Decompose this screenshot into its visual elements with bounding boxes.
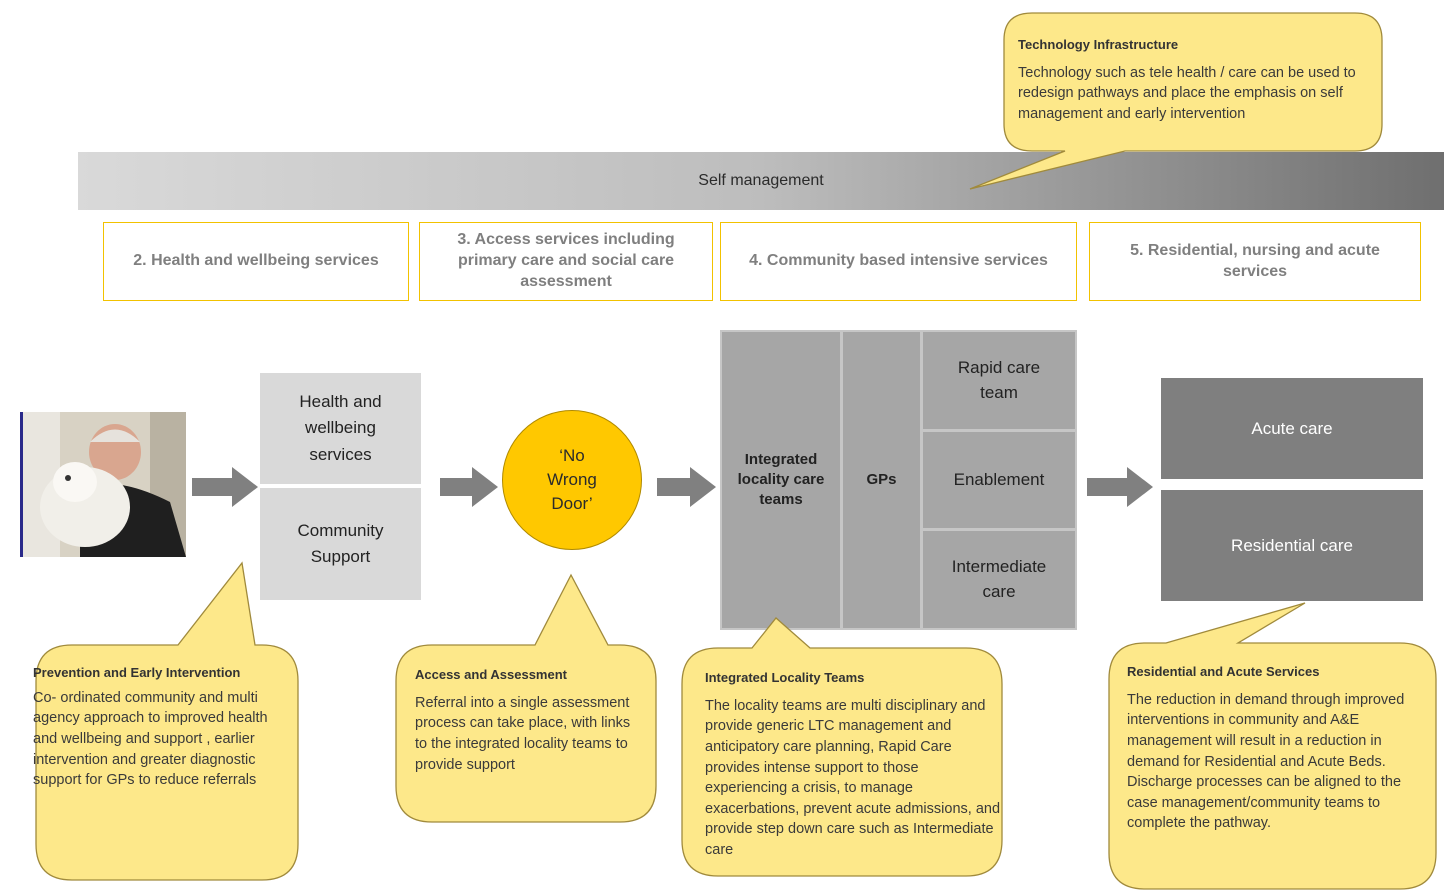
prevention-callout-title: Prevention and Early Intervention — [33, 665, 241, 680]
stage-residential-acute: 5. Residential, nursing and acute servic… — [1089, 222, 1421, 301]
no-wrong-door-label: ‘No Wrong Door’ — [547, 446, 597, 513]
residential-callout: Residential and Acute Services The reduc… — [1127, 664, 1427, 834]
rapid-care-cell: Rapid care team — [923, 332, 1075, 429]
prevention-callout: Prevention and Early Intervention Co- or… — [33, 665, 285, 791]
arrow-right-icon — [440, 467, 498, 507]
prevention-callout-shape — [35, 561, 299, 881]
technology-callout-body: Technology such as tele health / care ca… — [1018, 64, 1356, 123]
enablement-cell: Enablement — [923, 432, 1075, 528]
health-wellbeing-box: Health and wellbeing services — [260, 373, 421, 484]
access-callout: Access and Assessment Referral into a si… — [415, 667, 643, 775]
residential-callout-shape — [1108, 602, 1437, 890]
access-callout-shape — [395, 573, 657, 823]
acute-care-box: Acute care — [1161, 378, 1423, 479]
community-support-box: Community Support — [260, 488, 421, 600]
integrated-callout-body: The locality teams are multi disciplinar… — [705, 697, 1001, 858]
intermediate-care-cell: Intermediate care — [923, 531, 1075, 628]
stage-health-wellbeing: 2. Health and wellbeing services — [103, 222, 409, 301]
stage-community-intensive: 4. Community based intensive services — [720, 222, 1077, 301]
integrated-callout-title: Integrated Locality Teams — [705, 670, 865, 685]
integrated-callout: Integrated Locality Teams The locality t… — [705, 670, 1001, 861]
arrow-right-icon — [1087, 467, 1153, 507]
integrated-callout-shape — [681, 617, 1003, 877]
residential-care-box: Residential care — [1161, 490, 1423, 601]
technology-callout-title: Technology Infrastructure — [1018, 37, 1179, 52]
community-services-grid: Integrated locality care teams GPs Rapid… — [720, 330, 1077, 630]
no-wrong-door-circle: ‘No Wrong Door’ — [502, 410, 642, 550]
patient-photo — [20, 412, 186, 557]
arrow-right-icon — [192, 467, 258, 507]
integrated-teams-cell: Integrated locality care teams — [722, 332, 840, 628]
self-management-label: Self management — [698, 172, 824, 189]
technology-callout-shape — [969, 12, 1383, 190]
technology-callout: Technology Infrastructure Technology suc… — [1018, 37, 1368, 125]
access-callout-body: Referral into a single assessment proces… — [415, 694, 631, 773]
arrow-right-icon — [657, 467, 716, 507]
prevention-callout-body: Co- ordinated community and multi agency… — [33, 689, 268, 789]
stage-access-services: 3. Access services including primary car… — [419, 222, 713, 301]
residential-callout-body: The reduction in demand through improved… — [1127, 691, 1405, 832]
gps-cell: GPs — [843, 332, 920, 628]
access-callout-title: Access and Assessment — [415, 667, 567, 682]
self-management-bar: Self management — [78, 152, 1444, 210]
residential-callout-title: Residential and Acute Services — [1127, 664, 1320, 679]
